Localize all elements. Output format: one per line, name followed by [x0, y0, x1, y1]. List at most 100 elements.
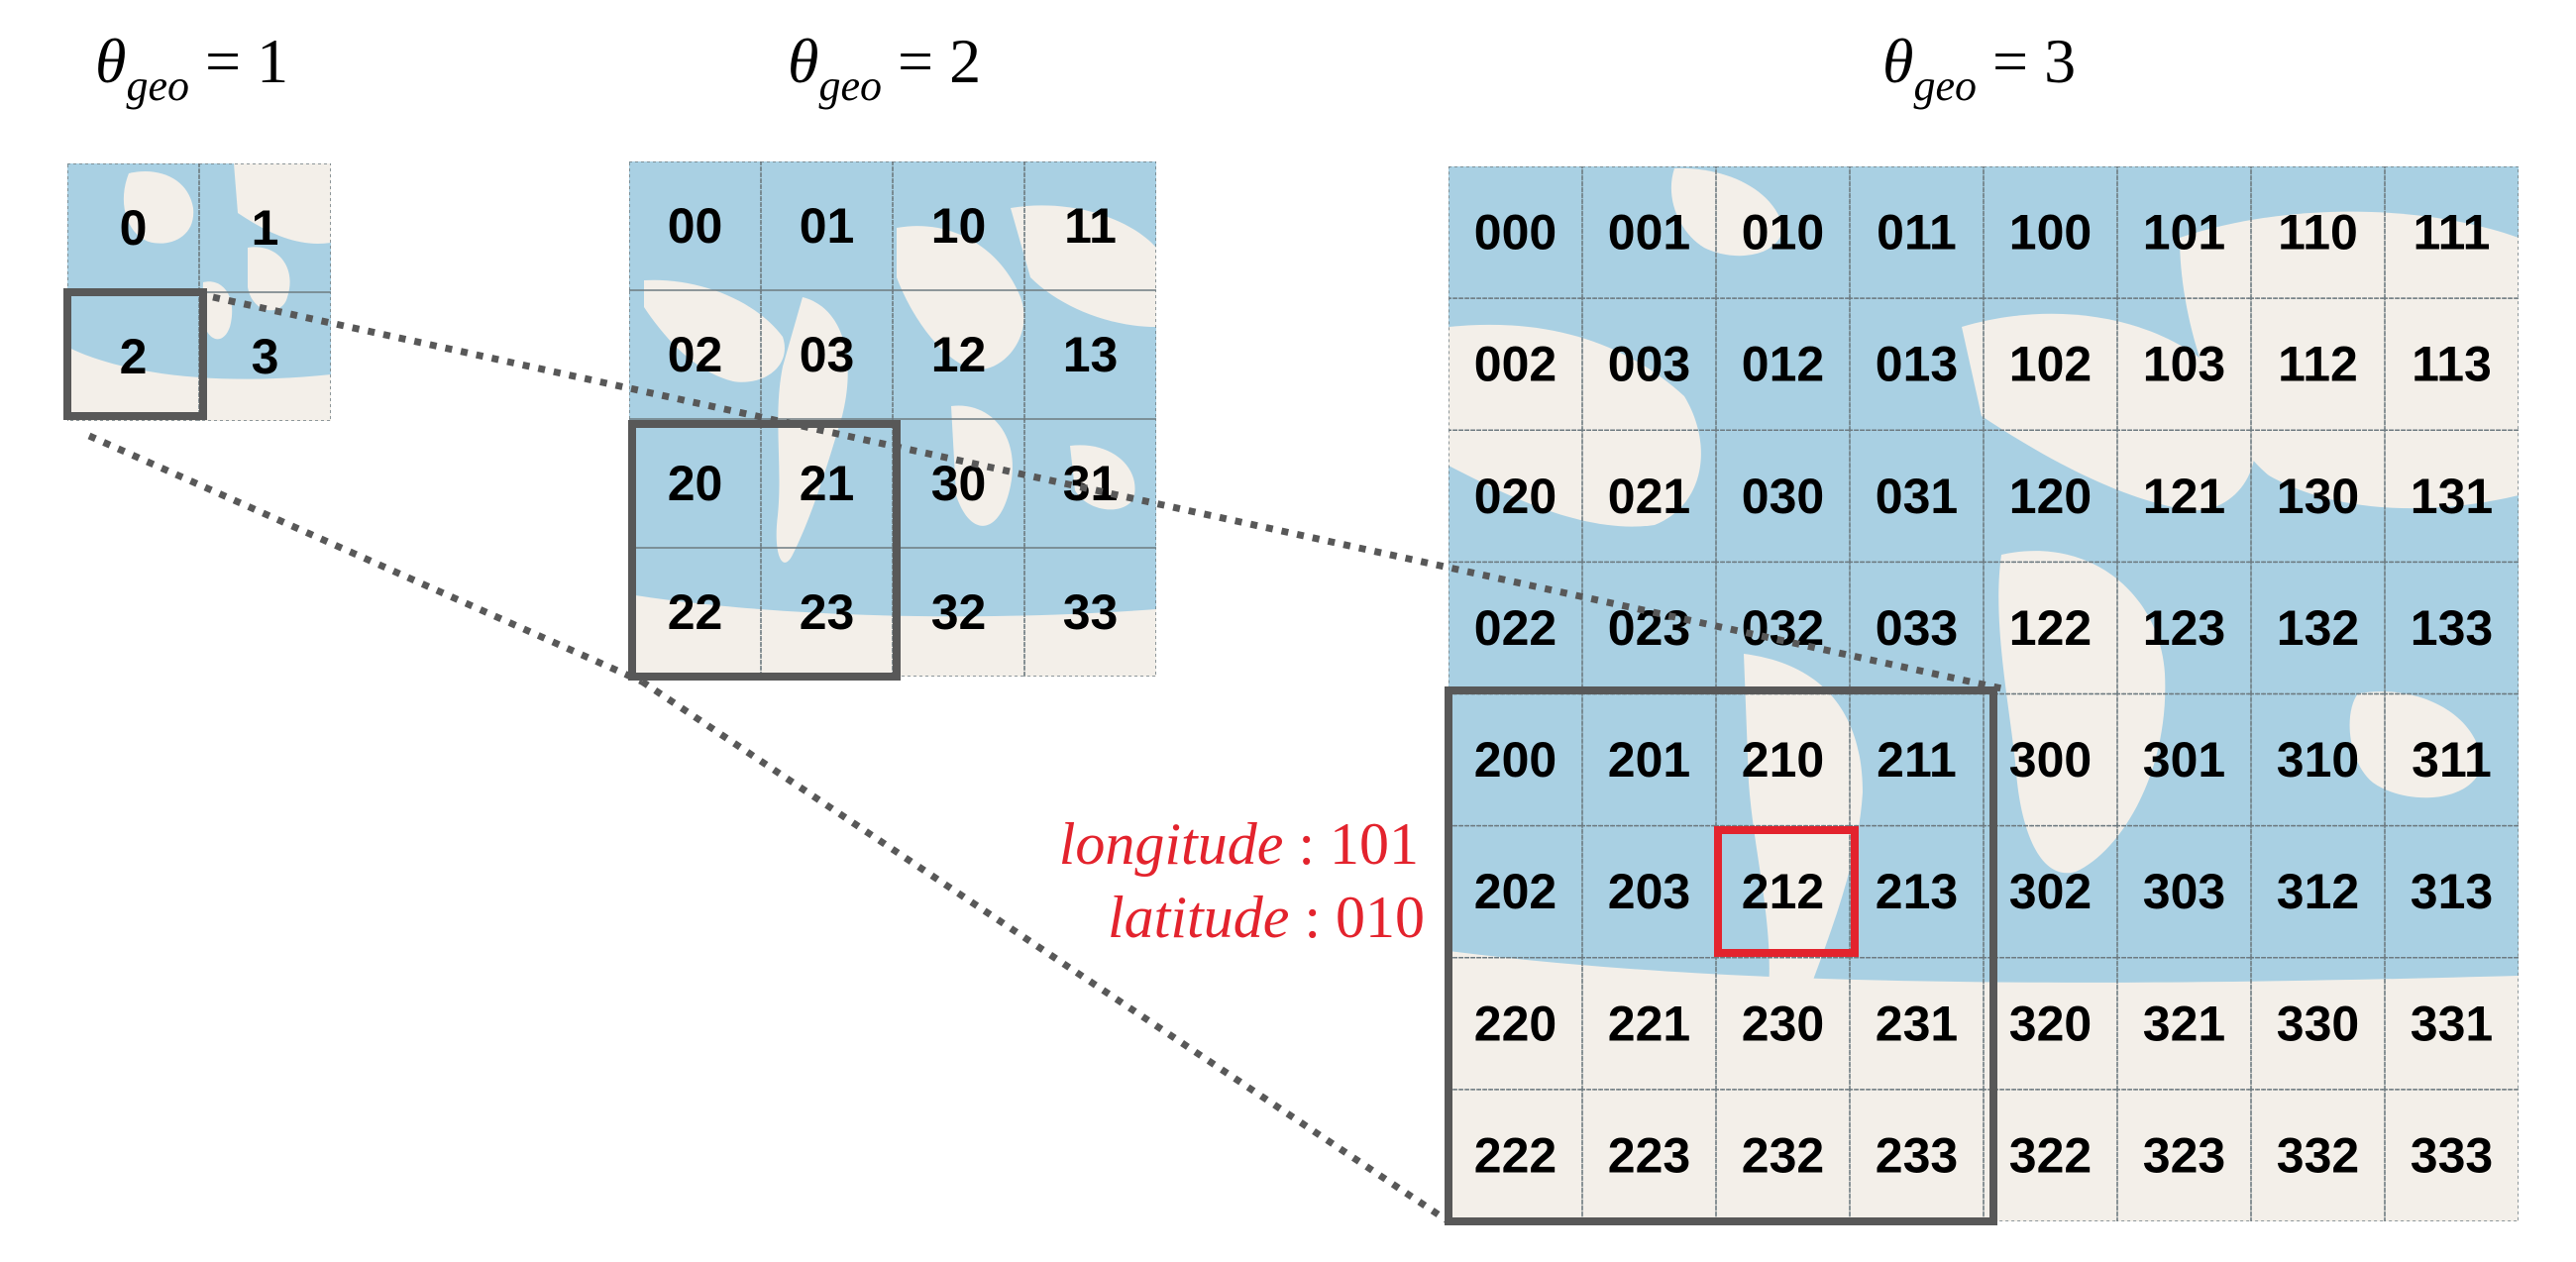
level-3-title: θgeo = 3 [1882, 26, 2076, 110]
cell-code-103: 103 [2143, 337, 2225, 392]
grid-cell [2116, 297, 2252, 431]
cell-code-322: 322 [2009, 1127, 2092, 1183]
grid-cell [1983, 824, 2118, 959]
grid-cell [629, 418, 762, 549]
grid-cell [1983, 957, 2118, 1091]
grid-cell [2116, 561, 2252, 695]
grid-cell [2384, 692, 2519, 827]
grid-cell [1983, 1089, 2118, 1221]
grid-cell [1849, 166, 1985, 299]
grid-cell [2384, 166, 2519, 299]
grid-cell [629, 547, 762, 677]
grid-cell [760, 161, 894, 291]
grid-cell [1449, 957, 1583, 1091]
grid-cell [1023, 418, 1156, 549]
selected-cell-highlight [1714, 826, 1859, 957]
grid-cell [2250, 166, 2386, 299]
grid-cell [2384, 957, 2519, 1091]
cell-code-210: 210 [1742, 732, 1824, 788]
cell-code-132: 132 [2277, 600, 2359, 656]
cell-code-123: 123 [2143, 600, 2225, 656]
cell-code-321: 321 [2143, 996, 2225, 1051]
grid-cell [1983, 166, 2118, 299]
grid-cell [67, 163, 200, 293]
grid-cell [1849, 1089, 1985, 1221]
cell-code-331: 331 [2411, 996, 2493, 1051]
cell-code-02: 02 [668, 327, 723, 382]
cell-code-300: 300 [2009, 732, 2092, 788]
cell-code-122: 122 [2009, 600, 2092, 656]
cell-code-200: 200 [1474, 732, 1556, 788]
cell-code-022: 022 [1474, 600, 1556, 656]
grid-cell [892, 547, 1025, 677]
cell-code-202: 202 [1474, 864, 1556, 919]
cell-code-121: 121 [2143, 469, 2225, 524]
cell-code-003: 003 [1608, 337, 1690, 392]
cell-code-001: 001 [1608, 205, 1690, 261]
grid-cell [1581, 1089, 1717, 1221]
grid-cell [1715, 297, 1851, 431]
cell-code-021: 021 [1608, 469, 1690, 524]
cell-code-011: 011 [1877, 205, 1957, 261]
cell-code-00: 00 [668, 198, 723, 254]
cell-code-020: 020 [1474, 469, 1556, 524]
grid-cell [2250, 957, 2386, 1091]
cell-code-230: 230 [1742, 996, 1824, 1051]
cell-code-010: 010 [1742, 205, 1824, 261]
cell-code-012: 012 [1742, 337, 1824, 392]
cell-code-301: 301 [2143, 732, 2225, 788]
cell-code-332: 332 [2277, 1127, 2359, 1183]
cell-code-31: 31 [1063, 456, 1119, 511]
cell-code-13: 13 [1063, 327, 1119, 382]
cell-code-013: 013 [1876, 337, 1958, 392]
grid-cell [2250, 429, 2386, 564]
grid-cell [892, 289, 1025, 420]
cell-code-33: 33 [1063, 584, 1119, 640]
cell-code-221: 221 [1608, 996, 1690, 1051]
grid-cell [1449, 824, 1583, 959]
grid-cell [629, 161, 762, 291]
zoom-guide-lower-1 [87, 432, 644, 685]
cell-code-033: 033 [1876, 600, 1958, 656]
grid-cell [2116, 166, 2252, 299]
cell-code-302: 302 [2009, 864, 2092, 919]
grid-cell [760, 289, 894, 420]
cell-code-323: 323 [2143, 1127, 2225, 1183]
cell-code-112: 112 [2278, 337, 2358, 392]
cell-code-22: 22 [668, 584, 723, 640]
cell-code-102: 102 [2009, 337, 2092, 392]
grid-cell [2250, 297, 2386, 431]
cell-code-330: 330 [2277, 996, 2359, 1051]
cell-code-12: 12 [931, 327, 987, 382]
level-2-title: θgeo = 2 [788, 26, 981, 110]
grid-cell [1849, 429, 1985, 564]
cell-code-130: 130 [2277, 469, 2359, 524]
level-1-zoom-frame [63, 288, 207, 420]
grid-cell [1849, 824, 1985, 959]
grid-cell [1715, 166, 1851, 299]
grid-cell [2250, 561, 2386, 695]
grid-cell [1715, 429, 1851, 564]
cell-code-212: 212 [1742, 864, 1824, 919]
zoom-guide-upper-1 [212, 293, 2002, 692]
cell-code-133: 133 [2411, 600, 2493, 656]
grid-cell [2384, 297, 2519, 431]
grid-cell [2116, 429, 2252, 564]
grid-cell [2116, 1089, 2252, 1221]
cell-code-110: 110 [2278, 205, 2358, 261]
grid-cell [1849, 957, 1985, 1091]
cell-code-312: 312 [2277, 864, 2359, 919]
cell-code-20: 20 [668, 456, 723, 511]
cell-code-120: 120 [2009, 469, 2092, 524]
cell-code-211: 211 [1877, 732, 1957, 788]
grid-cell [1983, 429, 2118, 564]
cell-code-203: 203 [1608, 864, 1690, 919]
grid-cell [2116, 824, 2252, 959]
cell-code-201: 201 [1608, 732, 1690, 788]
grid-cell [2384, 561, 2519, 695]
level-2-zoom-frame [628, 420, 901, 681]
cell-code-320: 320 [2009, 996, 2092, 1051]
cell-code-030: 030 [1742, 469, 1824, 524]
